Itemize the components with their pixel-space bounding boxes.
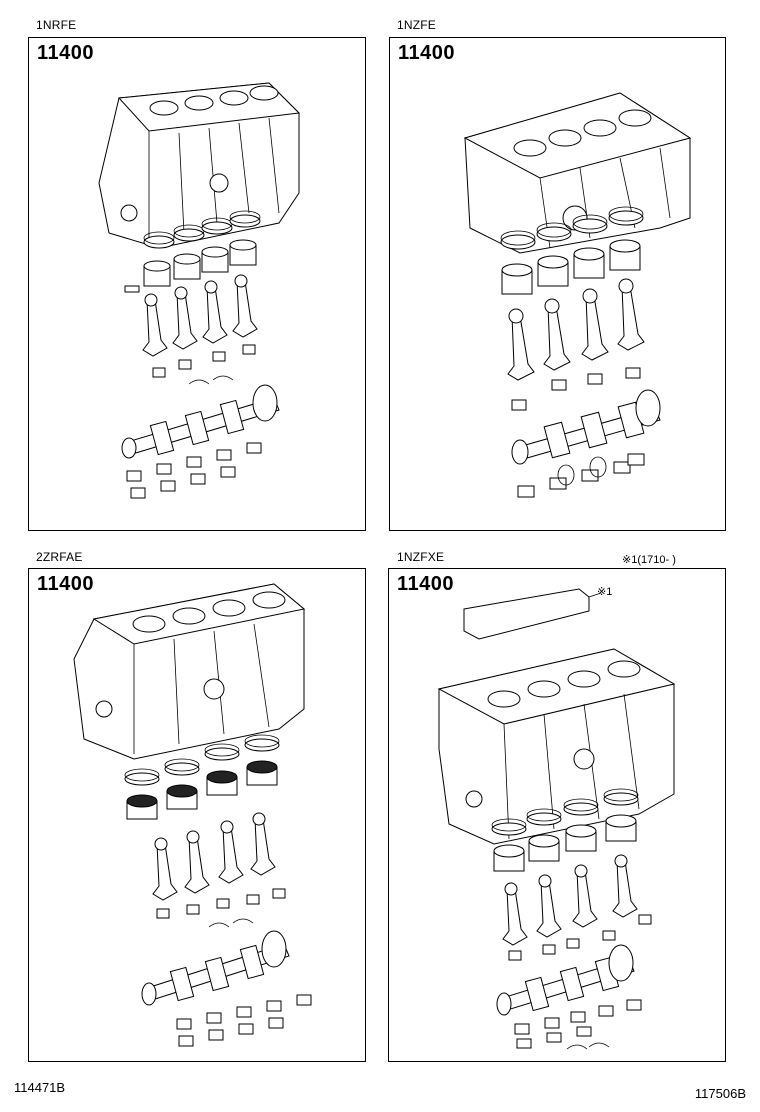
piston-rings (144, 211, 260, 248)
panel-1nrfe: 11400 (28, 37, 366, 531)
pistons (127, 761, 277, 819)
date-range-note: ※1(1710- ) (622, 554, 676, 566)
callout-label: ※1 (597, 586, 613, 598)
cylinder-block (99, 83, 299, 248)
engine-label-2zrfae: 2ZRFAE (36, 550, 83, 564)
panel-1nzfe: 11400 (389, 37, 726, 531)
piston-rings (492, 789, 638, 835)
pistons (125, 240, 256, 292)
spacer-plate (464, 589, 601, 639)
short-block-illustration (29, 38, 365, 530)
piston-rings (125, 735, 279, 785)
main-bearings (518, 454, 644, 497)
connecting-rods (153, 813, 275, 900)
crankshaft (142, 931, 289, 1005)
pistons (494, 815, 636, 871)
main-bearings (177, 995, 311, 1046)
rod-bearings (509, 915, 651, 960)
main-bearings (127, 443, 261, 498)
engine-label-1nzfxe: 1NZFXE (397, 550, 445, 564)
crankshaft (497, 945, 634, 1015)
engine-label-1nrfe: 1NRFE (36, 18, 77, 32)
pistons (502, 240, 640, 294)
main-bearings (515, 1000, 641, 1049)
rod-bearings (512, 368, 640, 410)
rod-bearings (153, 345, 255, 384)
panel-1nzfxe: 11400 ※1 (388, 568, 726, 1062)
connecting-rods (143, 275, 257, 356)
piston-rings (501, 207, 643, 249)
part-code: 11400 (397, 573, 455, 595)
short-block-illustration (29, 569, 365, 1061)
crankshaft (122, 385, 279, 458)
short-block-illustration (389, 569, 725, 1061)
part-code: 11400 (398, 42, 456, 64)
panel-2zrfae: 11400 (28, 568, 366, 1062)
connecting-rods (508, 279, 644, 380)
crankshaft (512, 390, 660, 464)
engine-label-1nzfe: 1NZFE (397, 18, 437, 32)
part-code: 11400 (37, 573, 95, 595)
cylinder-block (74, 584, 304, 759)
part-code: 11400 (37, 42, 95, 64)
short-block-illustration (390, 38, 725, 530)
connecting-rods (503, 855, 637, 945)
illustration-id-left: 114471B (14, 1080, 66, 1095)
illustration-id-right: 117506B (694, 1086, 746, 1101)
rod-bearings (157, 889, 285, 927)
